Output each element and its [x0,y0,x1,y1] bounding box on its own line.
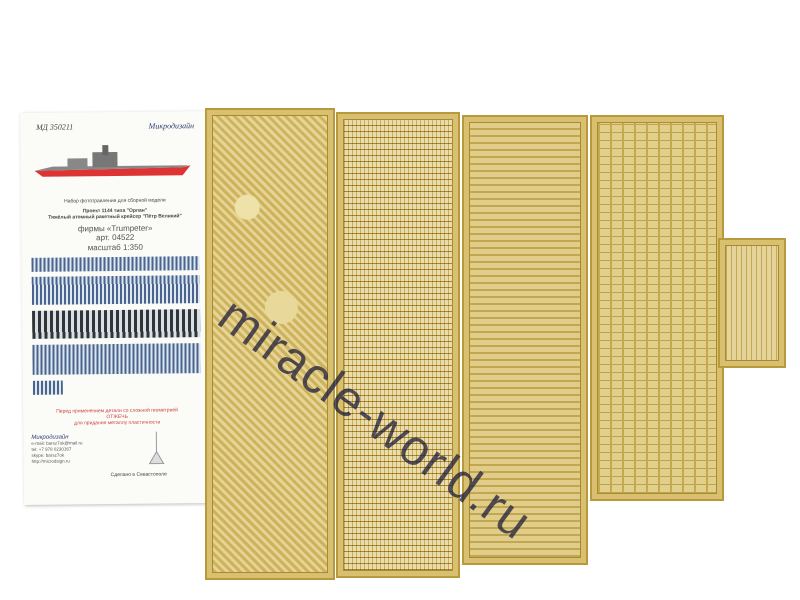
contact-website: http://microdsign.ru [31,458,70,464]
photo-etched-fret-1 [205,108,335,580]
made-in: Сделано в Севастополе [110,471,167,479]
photo-etched-fret-2 [336,112,460,578]
subtitle: Набор фототравления для сборной модели [64,197,166,205]
photo-etched-fret-4 [590,115,724,501]
monument-icon [148,431,165,465]
product-code: МД 350211 [36,122,74,132]
fret-diagram [32,380,63,395]
fret-diagram [31,275,200,305]
ship-name: Тяжёлый атомный ракетный крейсер "Пётр В… [48,213,182,221]
ship-illustration [34,145,191,177]
warning-line-3: для придания металлу пластичности [74,419,161,427]
scale: масштаб 1:350 [87,242,144,253]
brand-logo: Микродизайн [148,121,195,131]
fret-diagram [31,256,200,272]
photo-etched-fret-small [718,238,786,368]
contacts: Микродизайн e-mail: barsz7ok@mail.ru tel… [31,434,82,465]
instruction-sheet: МД 350211 Микродизайн Набор фототравлени… [19,111,213,505]
fret-diagram [32,309,201,339]
fret-diagram [32,343,201,375]
photo-etched-fret-3 [462,115,588,565]
